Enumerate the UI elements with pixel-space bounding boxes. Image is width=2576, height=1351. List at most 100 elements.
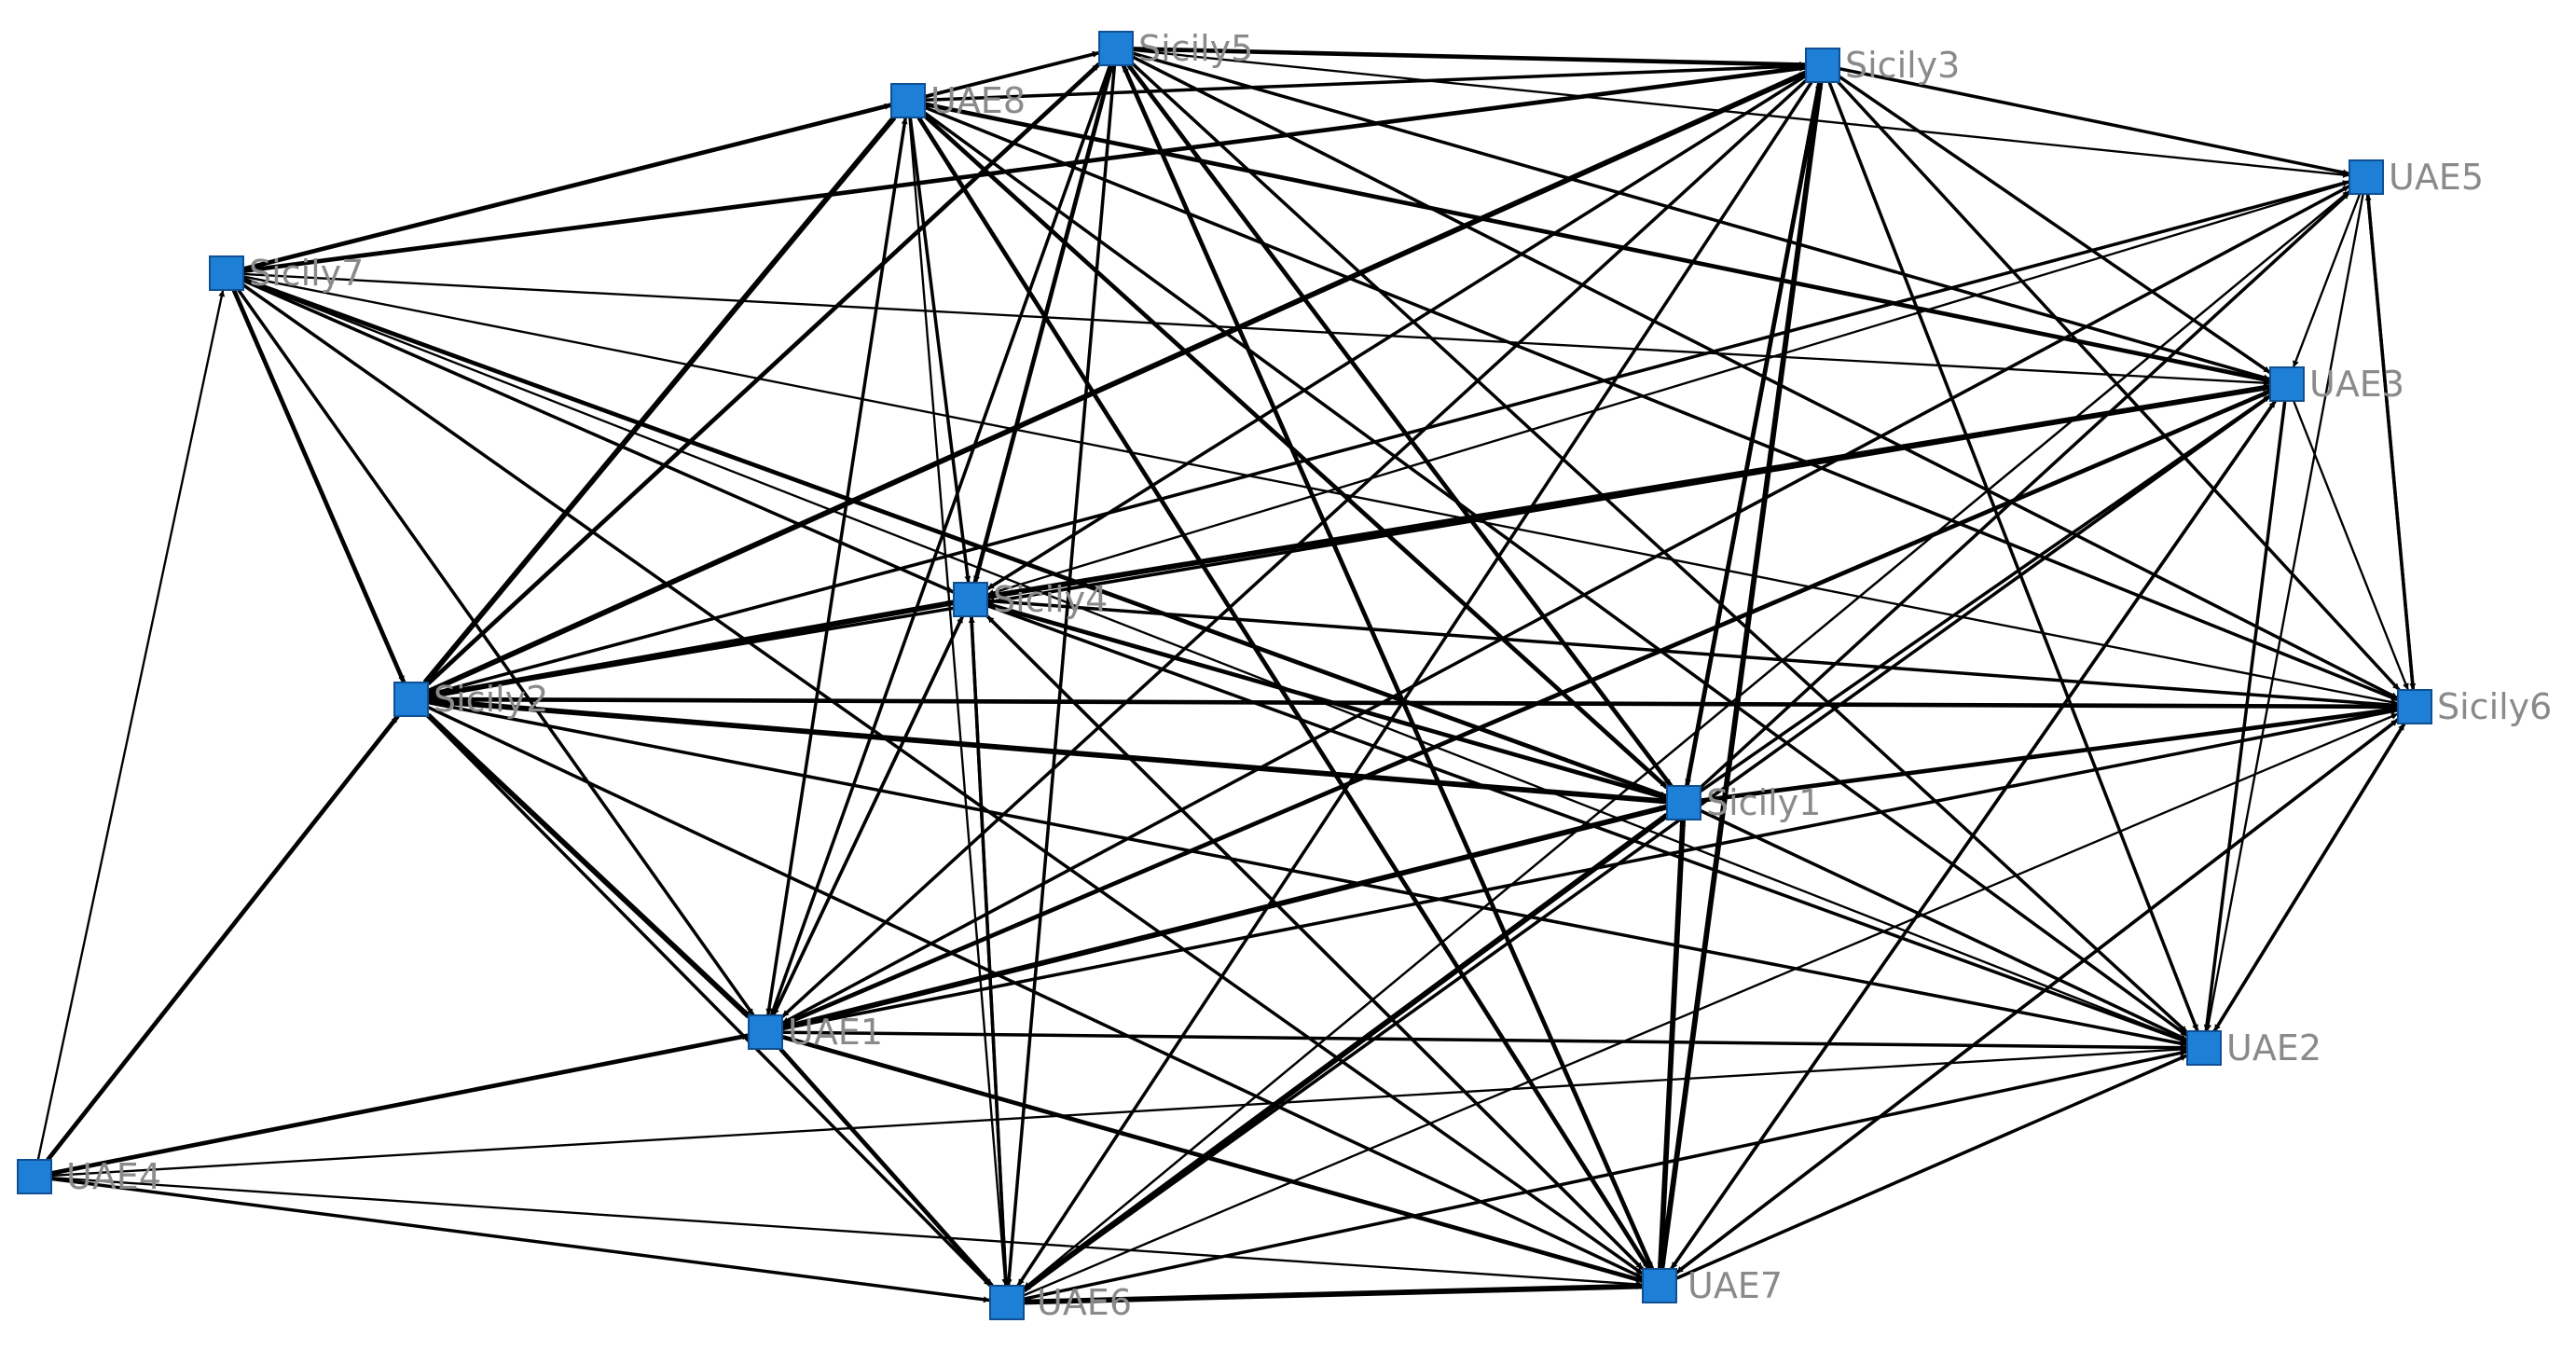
edge-sicily7-to-uae1 bbox=[237, 288, 755, 1017]
node-square-sicily1[interactable] bbox=[1666, 785, 1701, 820]
edge-uae1-to-uae7 bbox=[781, 1034, 1644, 1284]
edge-sicily7-to-uae7 bbox=[241, 283, 1645, 1275]
edge-uae1-to-sicily4 bbox=[771, 615, 965, 1016]
edge-sicily5-to-uae1 bbox=[769, 64, 1112, 1016]
node-square-uae8[interactable] bbox=[890, 83, 926, 118]
node-square-uae1[interactable] bbox=[748, 1014, 783, 1050]
node-uae4[interactable]: UAE4 bbox=[17, 1156, 161, 1197]
edge-uae5-to-uae2 bbox=[2205, 193, 2364, 1032]
edge-sicily5-to-sicily1 bbox=[1126, 63, 1674, 788]
node-label-uae1: UAE1 bbox=[788, 1012, 883, 1053]
node-square-sicily3[interactable] bbox=[1805, 48, 1840, 83]
edge-sicily5-to-sicily3 bbox=[1132, 47, 1807, 68]
edge-sicily3-to-uae2 bbox=[1827, 81, 2199, 1032]
edge-uae4-to-uae1 bbox=[50, 1033, 750, 1176]
node-square-sicily7[interactable] bbox=[209, 255, 244, 291]
node-square-uae3[interactable] bbox=[2269, 366, 2305, 402]
edge-uae6-to-uae2 bbox=[1023, 1049, 2188, 1301]
edge-sicily7-to-sicily6 bbox=[242, 275, 2399, 706]
node-sicily7[interactable]: Sicily7 bbox=[209, 253, 364, 294]
edge-uae3-to-uae2 bbox=[2203, 400, 2287, 1032]
edge-uae8-to-sicily4 bbox=[908, 117, 971, 584]
edge-uae8-to-sicily3 bbox=[924, 62, 1807, 103]
edge-sicily5-to-uae2 bbox=[1131, 62, 2189, 1034]
edge-uae8-to-sicily6 bbox=[924, 105, 2399, 702]
node-square-uae4[interactable] bbox=[17, 1159, 52, 1194]
edge-uae7-to-uae2 bbox=[1675, 1054, 2188, 1280]
edge-layer bbox=[36, 47, 2417, 1305]
edge-uae1-to-uae8 bbox=[766, 117, 908, 1016]
edge-sicily6-to-uae2 bbox=[2212, 723, 2406, 1032]
node-uae8[interactable]: UAE8 bbox=[890, 80, 1026, 121]
node-label-uae6: UAE6 bbox=[1037, 1282, 1132, 1323]
node-square-uae7[interactable] bbox=[1642, 1268, 1677, 1303]
edge-sicily6-to-sicily4 bbox=[986, 598, 2399, 707]
edge-uae6-to-sicily4 bbox=[968, 615, 1008, 1287]
edge-uae5-to-uae3 bbox=[2292, 193, 2362, 368]
edge-uae8-to-sicily1 bbox=[923, 114, 1669, 790]
node-uae7[interactable]: UAE7 bbox=[1642, 1265, 1783, 1306]
node-sicily1[interactable]: Sicily1 bbox=[1666, 782, 1821, 823]
node-sicily6[interactable]: Sicily6 bbox=[2397, 686, 2552, 727]
edge-sicily3-to-uae3 bbox=[1839, 75, 2271, 375]
node-uae2[interactable]: UAE2 bbox=[2186, 1027, 2321, 1068]
node-label-sicily7: Sicily7 bbox=[249, 253, 364, 294]
node-square-uae2[interactable] bbox=[2186, 1030, 2222, 1066]
edge-uae6-to-uae7 bbox=[1023, 1283, 1644, 1305]
edge-uae6-to-sicily6 bbox=[1023, 712, 2399, 1297]
node-uae6[interactable]: UAE6 bbox=[989, 1282, 1132, 1323]
node-square-sicily4[interactable] bbox=[953, 582, 988, 617]
node-label-sicily1: Sicily1 bbox=[1706, 782, 1821, 823]
edge-sicily7-to-sicily4 bbox=[242, 279, 955, 594]
edge-sicily3-to-uae5 bbox=[1839, 66, 2350, 176]
edge-sicily2-to-uae5 bbox=[427, 180, 2350, 696]
node-square-uae5[interactable] bbox=[2349, 159, 2384, 195]
node-uae3[interactable]: UAE3 bbox=[2269, 364, 2404, 405]
edge-sicily4-to-sicily5 bbox=[973, 64, 1113, 584]
node-label-uae7: UAE7 bbox=[1687, 1265, 1783, 1306]
edge-uae7-to-sicily1 bbox=[1658, 819, 1687, 1270]
edge-uae3-to-uae6 bbox=[1022, 394, 2272, 1292]
node-square-uae6[interactable] bbox=[989, 1285, 1025, 1320]
node-sicily5[interactable]: Sicily5 bbox=[1098, 28, 1253, 69]
edge-uae7-to-sicily3 bbox=[1660, 81, 1824, 1270]
edge-sicily1-to-uae5 bbox=[1699, 191, 2351, 789]
edge-sicily5-to-uae5 bbox=[1132, 48, 2350, 178]
edge-uae1-to-uae5 bbox=[781, 185, 2350, 1025]
edge-sicily5-to-uae6 bbox=[1005, 64, 1117, 1287]
edge-sicily1-to-uae2 bbox=[1700, 808, 2188, 1042]
edge-sicily3-to-sicily6 bbox=[1837, 80, 2401, 692]
edge-sicily7-to-sicily1 bbox=[242, 277, 1668, 799]
edge-sicily7-to-sicily3 bbox=[242, 64, 1807, 273]
node-sicily4[interactable]: Sicily4 bbox=[953, 579, 1108, 620]
edge-sicily2-to-sicily5 bbox=[426, 62, 1101, 686]
edge-uae8-to-uae2 bbox=[923, 111, 2189, 1038]
node-square-sicily2[interactable] bbox=[393, 682, 429, 717]
node-sicily3[interactable]: Sicily3 bbox=[1805, 45, 1960, 86]
edge-sicily1-to-sicily6 bbox=[1700, 706, 2399, 803]
edge-uae5-to-sicily4 bbox=[986, 181, 2350, 596]
edge-sicily2-to-sicily1 bbox=[427, 697, 1668, 805]
node-label-uae4: UAE4 bbox=[66, 1156, 161, 1197]
edge-sicily7-to-uae2 bbox=[242, 278, 2188, 1043]
edge-uae4-to-uae2 bbox=[50, 1045, 2188, 1178]
edge-sicily2-to-uae6 bbox=[426, 714, 992, 1288]
node-uae5[interactable]: UAE5 bbox=[2349, 157, 2484, 198]
node-label-uae8: UAE8 bbox=[930, 80, 1026, 121]
node-label-sicily5: Sicily5 bbox=[1138, 28, 1253, 69]
edge-sicily4-to-uae3 bbox=[986, 384, 2271, 600]
edge-sicily2-to-uae1 bbox=[426, 712, 751, 1019]
edge-uae7-to-uae3 bbox=[1670, 400, 2277, 1270]
edge-sicily2-to-uae2 bbox=[427, 700, 2188, 1047]
edge-sicily1-to-uae3 bbox=[1700, 394, 2271, 793]
node-label-uae3: UAE3 bbox=[2309, 364, 2404, 405]
edge-uae1-to-sicily1 bbox=[781, 804, 1668, 1031]
node-label-sicily3: Sicily3 bbox=[1845, 45, 1960, 86]
node-square-sicily5[interactable] bbox=[1098, 31, 1134, 66]
node-label-sicily6: Sicily6 bbox=[2437, 686, 2552, 727]
edge-uae7-to-sicily5 bbox=[1122, 64, 1654, 1270]
node-uae1[interactable]: UAE1 bbox=[748, 1012, 883, 1053]
node-square-sicily6[interactable] bbox=[2397, 689, 2432, 724]
node-sicily2[interactable]: Sicily2 bbox=[393, 679, 548, 720]
